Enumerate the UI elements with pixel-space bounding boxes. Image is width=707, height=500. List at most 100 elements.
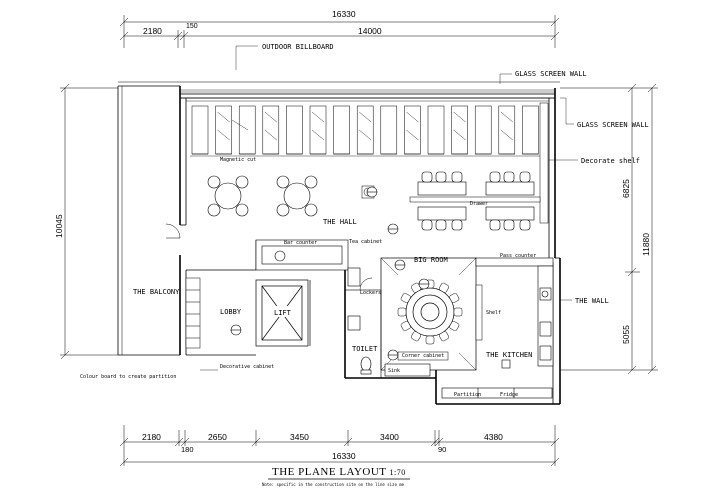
dim-bottom-0: 2180 <box>142 432 161 442</box>
label-balcony: THE BALCONY <box>133 288 180 296</box>
magnetic-strip <box>409 196 541 203</box>
plan-scale: 1:70 <box>390 468 406 477</box>
label-big-room: BIG ROOM <box>414 256 448 264</box>
glass-screen-wall-pattern <box>180 89 555 102</box>
dim-right-b: 5055 <box>621 325 631 344</box>
label-lockers: Lockers <box>360 290 381 296</box>
dim-top-c: 14000 <box>358 26 382 36</box>
booth-table <box>333 105 350 155</box>
label-hall: THE HALL <box>323 218 357 226</box>
big-room-chair <box>453 307 463 317</box>
toilet-room <box>344 267 382 379</box>
booth-table <box>286 105 303 155</box>
plan-subtitle: Note: specific in the construction site … <box>262 482 405 487</box>
big-room-chair <box>397 307 407 317</box>
lobby-partition <box>185 277 201 349</box>
big-room-chair <box>439 331 449 342</box>
label-shelf: Shelf <box>486 310 501 316</box>
booth-bench <box>215 105 232 155</box>
booth-seat-mark <box>359 111 372 141</box>
dim-bottom-4: 3400 <box>380 432 399 442</box>
label-decorate-shelf: Decorate shelf <box>581 157 640 165</box>
shelf-unit <box>475 284 483 341</box>
booth-table <box>380 105 398 155</box>
label-kitchen: THE KITCHEN <box>486 351 532 359</box>
top-dimension-lines <box>119 15 560 48</box>
label-corner-cabinet: Corner cabinet <box>402 353 444 359</box>
round-table-group-2 <box>276 175 318 217</box>
label-colour-board: Colour board to create partition <box>80 374 176 380</box>
plan-title-text: THE PLANE LAYOUT <box>272 466 387 478</box>
square-table-group-2 <box>485 171 535 231</box>
label-tea-cabinet: Tea cabinet <box>349 239 382 245</box>
big-room-chair <box>449 293 460 303</box>
dim-bottom-1: 180 <box>181 445 194 454</box>
label-lobby: LOBBY <box>220 308 242 316</box>
section-markers <box>230 186 430 361</box>
booth-bench <box>309 105 327 155</box>
dim-bottom-total: 16330 <box>332 451 356 461</box>
dim-bottom-5: 90 <box>438 445 446 454</box>
round-table-group-1 <box>207 175 249 217</box>
booth-table <box>238 105 256 155</box>
label-the-wall: THE WALL <box>575 297 609 305</box>
booth-seat-mark <box>311 111 325 141</box>
dim-top-b: 150 <box>186 23 198 30</box>
lift-label-bg <box>271 306 293 317</box>
booth-table <box>474 105 492 155</box>
label-lift: LIFT <box>274 309 292 317</box>
big-room-chair <box>400 293 411 303</box>
booth-table <box>522 105 539 155</box>
big-room-chair <box>400 321 411 331</box>
label-fridge: Fridge <box>500 392 518 398</box>
label-sink: Sink <box>388 368 400 374</box>
label-magnetic-cut: Magnetic cut <box>220 157 256 163</box>
booth-bench <box>498 105 516 155</box>
lift-shaft <box>255 279 311 347</box>
decorate-shelf <box>539 102 549 224</box>
booth-seat-mark <box>406 111 419 141</box>
right-dimension-lines <box>560 83 658 375</box>
big-room-chair <box>411 331 421 342</box>
dim-bottom-2: 2650 <box>208 432 227 442</box>
kitchen <box>384 257 554 399</box>
label-glass-screen-wall-top: GLASS SCREEN WALL <box>515 70 587 78</box>
booth-bench <box>262 105 280 155</box>
label-toilet: TOILET <box>352 345 378 353</box>
dim-bottom-3: 3450 <box>290 432 309 442</box>
booth-bench <box>451 105 468 155</box>
dim-left: 10045 <box>54 214 64 238</box>
bottom-dimension-lines <box>119 425 560 467</box>
label-drawer: Drawer <box>470 201 488 207</box>
dim-right-a: 6825 <box>621 179 631 198</box>
booth-seating <box>190 105 545 157</box>
big-room-chair <box>439 282 449 293</box>
booth-table <box>191 105 209 155</box>
label-decorative-cabinet: Decorative cabinet <box>220 364 274 370</box>
booth-table <box>427 105 445 155</box>
dim-right-total: 11880 <box>641 233 651 256</box>
booth-seat-mark <box>500 111 513 141</box>
label-bar-counter: Bar counter <box>284 240 317 246</box>
big-room <box>380 257 477 371</box>
label-pass-counter: Pass counter <box>500 253 536 259</box>
dim-bottom-6: 4380 <box>484 432 503 442</box>
big-room-chair <box>425 335 435 345</box>
label-glass-screen-wall-right: GLASS SCREEN WALL <box>577 121 649 129</box>
bar-counter <box>255 239 349 271</box>
label-outdoor-billboard: OUTDOOR BILLBOARD <box>262 43 334 51</box>
booth-bench <box>356 105 374 155</box>
label-partition: Partition <box>454 392 481 398</box>
left-dimension-line <box>60 83 118 360</box>
booth-bench <box>404 105 421 155</box>
booth-seat-mark <box>217 111 230 141</box>
booth-seat-mark <box>264 111 277 141</box>
booth-seat-mark <box>453 111 466 141</box>
big-room-chair <box>449 321 460 331</box>
leader-lines <box>200 45 578 371</box>
dim-top-total: 16330 <box>332 9 356 19</box>
dim-top-a: 2180 <box>143 26 162 36</box>
square-table-group-1 <box>417 171 467 231</box>
